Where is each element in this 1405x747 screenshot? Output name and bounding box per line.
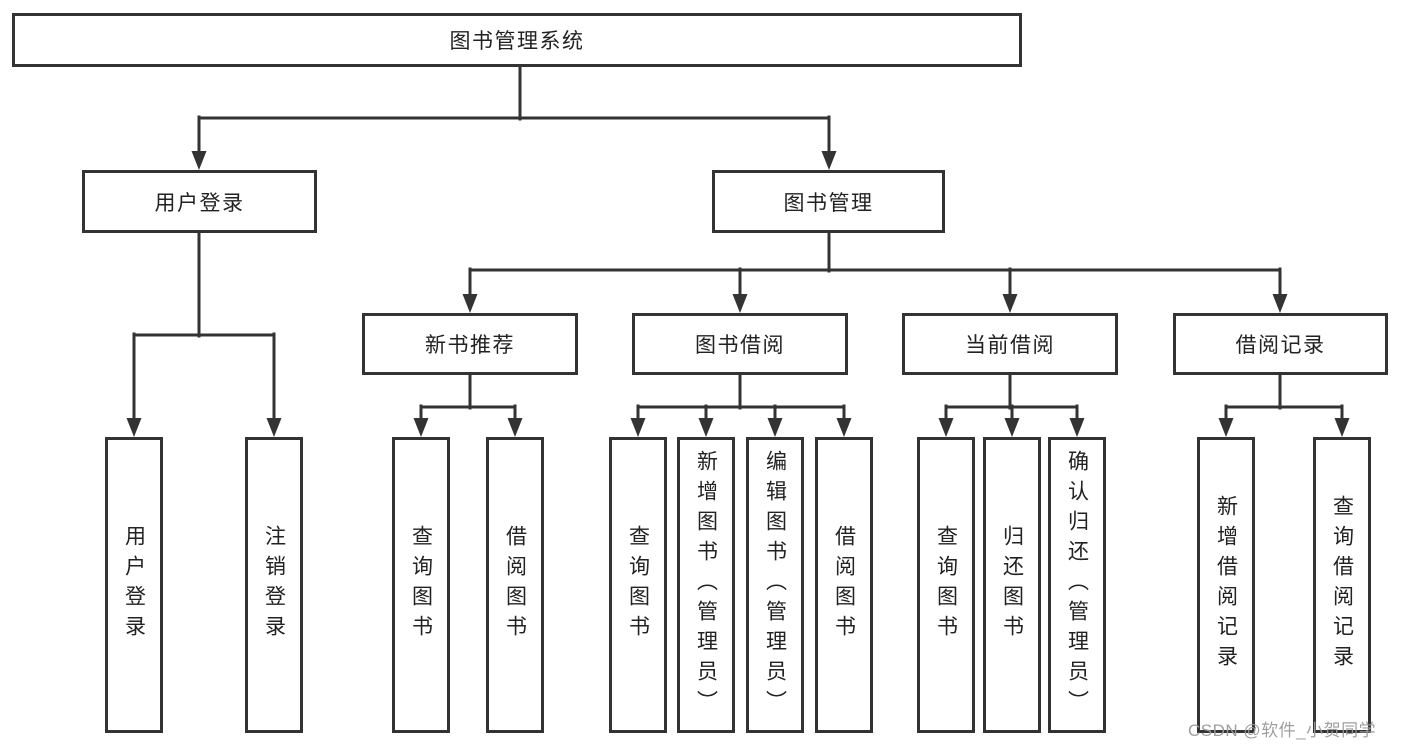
connector-userlogin-to-leaves [132,230,276,425]
node-user-login: 用户登录 [82,170,317,233]
connector-recommend-to-leaves [419,372,517,425]
leaf-user-login-label: 用户登录 [122,525,146,645]
node-user-login-label: 用户登录 [154,191,245,215]
node-book-management-label: 图书管理 [783,191,874,215]
leaf-records-query-record-label: 查询借阅记录 [1330,495,1354,675]
leaf-borrow-borrow-books: 借阅图书 [815,437,873,733]
leaf-current-confirm-return-admin: 确认归还（管理员） [1048,437,1106,733]
node-book-borrow: 图书借阅 [632,313,848,375]
node-library-system: 图书管理系统 [12,13,1022,67]
node-borrow-records: 借阅记录 [1173,313,1388,375]
connector-currentborrow-to-leaves [944,372,1079,425]
watermark-text: CSDN @软件_小贺同学 [1188,721,1377,740]
connector-root-to-level2 [197,65,831,158]
leaf-current-return-books-label: 归还图书 [1000,525,1024,645]
connector-bookborrow-to-leaves [636,372,846,425]
node-book-management: 图书管理 [712,170,945,233]
leaf-recommend-borrow-books: 借阅图书 [486,437,544,733]
leaf-borrow-add-books-admin-label: 新增图书（管理员） [694,450,718,720]
leaf-borrow-query-books: 查询图书 [609,437,667,733]
arrowheads [126,151,1350,437]
node-current-borrow-label: 当前借阅 [965,334,1055,357]
leaf-logout-label: 注销登录 [262,525,286,645]
leaf-recommend-borrow-books-label: 借阅图书 [503,525,527,645]
leaf-current-query-books-label: 查询图书 [934,525,958,645]
leaf-borrow-edit-books-admin: 编辑图书（管理员） [746,437,804,733]
leaf-current-return-books: 归还图书 [983,437,1041,733]
node-new-book-recommend: 新书推荐 [362,313,578,375]
leaf-borrow-query-books-label: 查询图书 [626,525,650,645]
node-borrow-records-label: 借阅记录 [1235,334,1326,357]
leaf-logout: 注销登录 [245,437,303,733]
leaf-borrow-borrow-books-label: 借阅图书 [832,525,856,645]
node-new-book-recommend-label: 新书推荐 [425,334,515,357]
node-book-borrow-label: 图书借阅 [695,334,785,357]
leaf-borrow-edit-books-admin-label: 编辑图书（管理员） [763,450,787,720]
node-library-system-label: 图书管理系统 [449,30,585,53]
connector-records-to-leaves [1224,372,1344,425]
connector-bookmgmt-to-level3 [468,231,1282,301]
leaf-recommend-query-books-label: 查询图书 [409,525,433,645]
leaf-recommend-query-books: 查询图书 [392,437,450,733]
leaf-records-add-record: 新增借阅记录 [1197,437,1255,733]
leaf-records-add-record-label: 新增借阅记录 [1214,495,1238,675]
leaf-current-query-books: 查询图书 [917,437,975,733]
leaf-user-login: 用户登录 [105,437,163,733]
leaf-records-query-record: 查询借阅记录 [1313,437,1371,733]
leaf-current-confirm-return-admin-label: 确认归还（管理员） [1065,450,1089,720]
leaf-borrow-add-books-admin: 新增图书（管理员） [677,437,735,733]
node-current-borrow: 当前借阅 [902,313,1118,375]
